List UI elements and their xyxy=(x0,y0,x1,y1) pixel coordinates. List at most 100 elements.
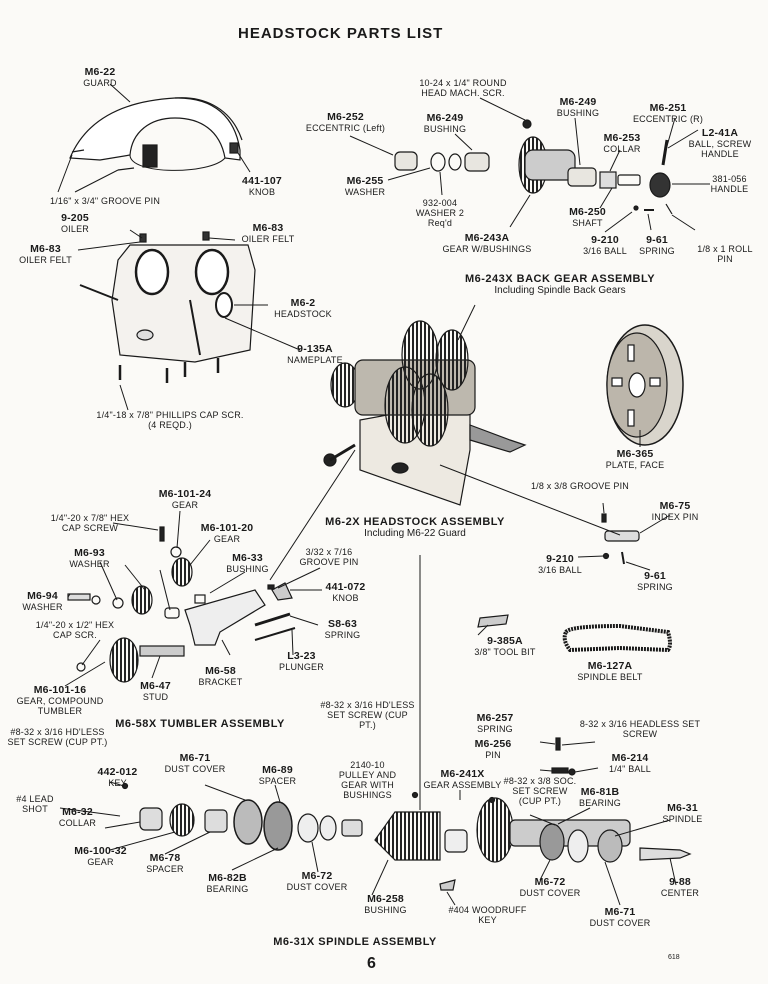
part-label-soc-set: #8-32 x 3/8 SOC. SET SCREW (CUP PT.) xyxy=(500,776,580,806)
part-desc: 3/16 BALL xyxy=(583,246,627,256)
part-desc: STUD xyxy=(142,692,169,702)
part-number: M6-249 xyxy=(426,112,464,124)
part-desc: BALL, SCREW HANDLE xyxy=(688,139,752,159)
part-desc: 1/4"-18 x 7/8" PHILLIPS CAP SCR. (4 REQD… xyxy=(96,410,244,430)
part-label-headless-3: 8-32 x 3/16 HEADLESS SET SCREW xyxy=(570,719,710,739)
part-desc: BEARING xyxy=(206,884,249,894)
part-number: 442-012 xyxy=(97,766,138,778)
part-label-roll-pin: 1/8 x 1 ROLL PIN xyxy=(690,244,760,264)
part-desc: WASHER xyxy=(69,559,110,569)
part-number: 932-004 xyxy=(422,198,458,208)
part-label-hex-cap-1: 1/4"-20 x 7/8" HEX CAP SCREW xyxy=(40,513,140,533)
headstock-assembly-drawing xyxy=(323,320,527,506)
part-number: M6-101-24 xyxy=(158,488,212,500)
part-label-woodruff: #404 WOODRUFF KEY xyxy=(440,905,535,925)
part-desc: 10-24 x 1/4" ROUND HEAD MACH. SCR. xyxy=(419,78,507,98)
part-number: M6-78 xyxy=(149,852,181,864)
part-number: 441-072 xyxy=(325,581,366,593)
part-number: M6-257 xyxy=(476,712,514,724)
part-desc: #8-32 x 3/8 SOC. SET SCREW (CUP PT.) xyxy=(503,776,577,806)
part-number: M6-100-32 xyxy=(74,845,127,857)
part-number: S8-63 xyxy=(327,618,358,630)
part-number: M6-255 xyxy=(346,175,384,187)
part-desc: SPACER xyxy=(258,776,297,786)
part-number: L2-41A xyxy=(701,127,739,139)
part-label-lead-shot: #4 LEAD SHOT xyxy=(10,794,60,814)
part-desc: #8-32 x 3/16 HD'LESS SET SCREW (CUP PT.) xyxy=(320,700,415,730)
part-desc: PULLEY AND GEAR WITH BUSHINGS xyxy=(338,770,397,800)
part-number: M6-101-16 xyxy=(33,684,87,696)
part-desc: 8-32 x 3/16 HEADLESS SET SCREW xyxy=(579,719,701,739)
part-number: M6-71 xyxy=(179,752,211,764)
part-number: M6-31 xyxy=(667,802,698,814)
spindle-assembly-title: M6-31X SPINDLE ASSEMBLY xyxy=(245,936,465,948)
part-label-hdless-1: #8-32 x 3/16 HD'LESS SET SCREW (CUP PT.) xyxy=(0,727,115,747)
part-desc: 1/8 x 3/8 GROOVE PIN xyxy=(530,481,630,491)
headstock-assembly-sub: Including M6-22 Guard xyxy=(364,528,466,539)
part-number: 9-205 xyxy=(61,212,89,224)
part-number: M6-94 xyxy=(27,590,58,602)
part-desc: HEADSTOCK xyxy=(274,309,332,319)
part-number: M6-253 xyxy=(603,132,641,144)
back-gear-parts-drawing xyxy=(394,119,673,215)
part-desc: SHAFT xyxy=(572,218,603,228)
part-desc: HANDLE xyxy=(710,184,749,194)
part-label-phillips: 1/4"-18 x 7/8" PHILLIPS CAP SCR. (4 REQD… xyxy=(95,410,245,430)
part-desc: 3/16 BALL xyxy=(538,565,582,575)
part-desc: WASHER 2 Req'd xyxy=(415,208,465,228)
part-number: M6-2 xyxy=(290,297,316,309)
part-number: M6-58 xyxy=(205,665,236,677)
tool-bit-belt-drawing xyxy=(477,614,672,653)
part-desc: BUSHING xyxy=(226,564,269,574)
part-desc: SPRING xyxy=(637,582,673,592)
part-number: M6-101-20 xyxy=(200,522,254,534)
part-desc: DUST COVER xyxy=(286,882,348,892)
page-number: 6 xyxy=(367,955,376,972)
part-number: 9-135A xyxy=(297,343,333,355)
part-number: M6-251 xyxy=(649,102,687,114)
part-desc: SPRING xyxy=(477,724,513,734)
part-desc: SPINDLE BELT xyxy=(577,672,643,682)
part-number: M6-33 xyxy=(232,552,263,564)
part-desc: CENTER xyxy=(660,888,700,898)
part-number: M6-127A xyxy=(587,660,633,672)
headstock-assembly-name: M6-2X HEADSTOCK ASSEMBLY xyxy=(325,516,505,528)
part-number: M6-72 xyxy=(534,876,566,888)
part-number: M6-365 xyxy=(616,448,654,460)
part-desc: BEARING xyxy=(579,798,621,808)
part-desc: DUST COVER xyxy=(589,918,651,928)
part-number: 9-61 xyxy=(644,570,666,582)
part-desc: WASHER xyxy=(344,187,386,197)
part-desc: 1/8 x 1 ROLL PIN xyxy=(697,244,753,264)
part-desc: 3/8" TOOL BIT xyxy=(474,647,536,657)
part-desc: SPINDLE xyxy=(662,814,703,824)
part-label-hdless-2: #8-32 x 3/16 HD'LESS SET SCREW (CUP PT.) xyxy=(320,700,415,730)
part-desc: 1/16" x 3/4" GROOVE PIN xyxy=(49,196,161,206)
